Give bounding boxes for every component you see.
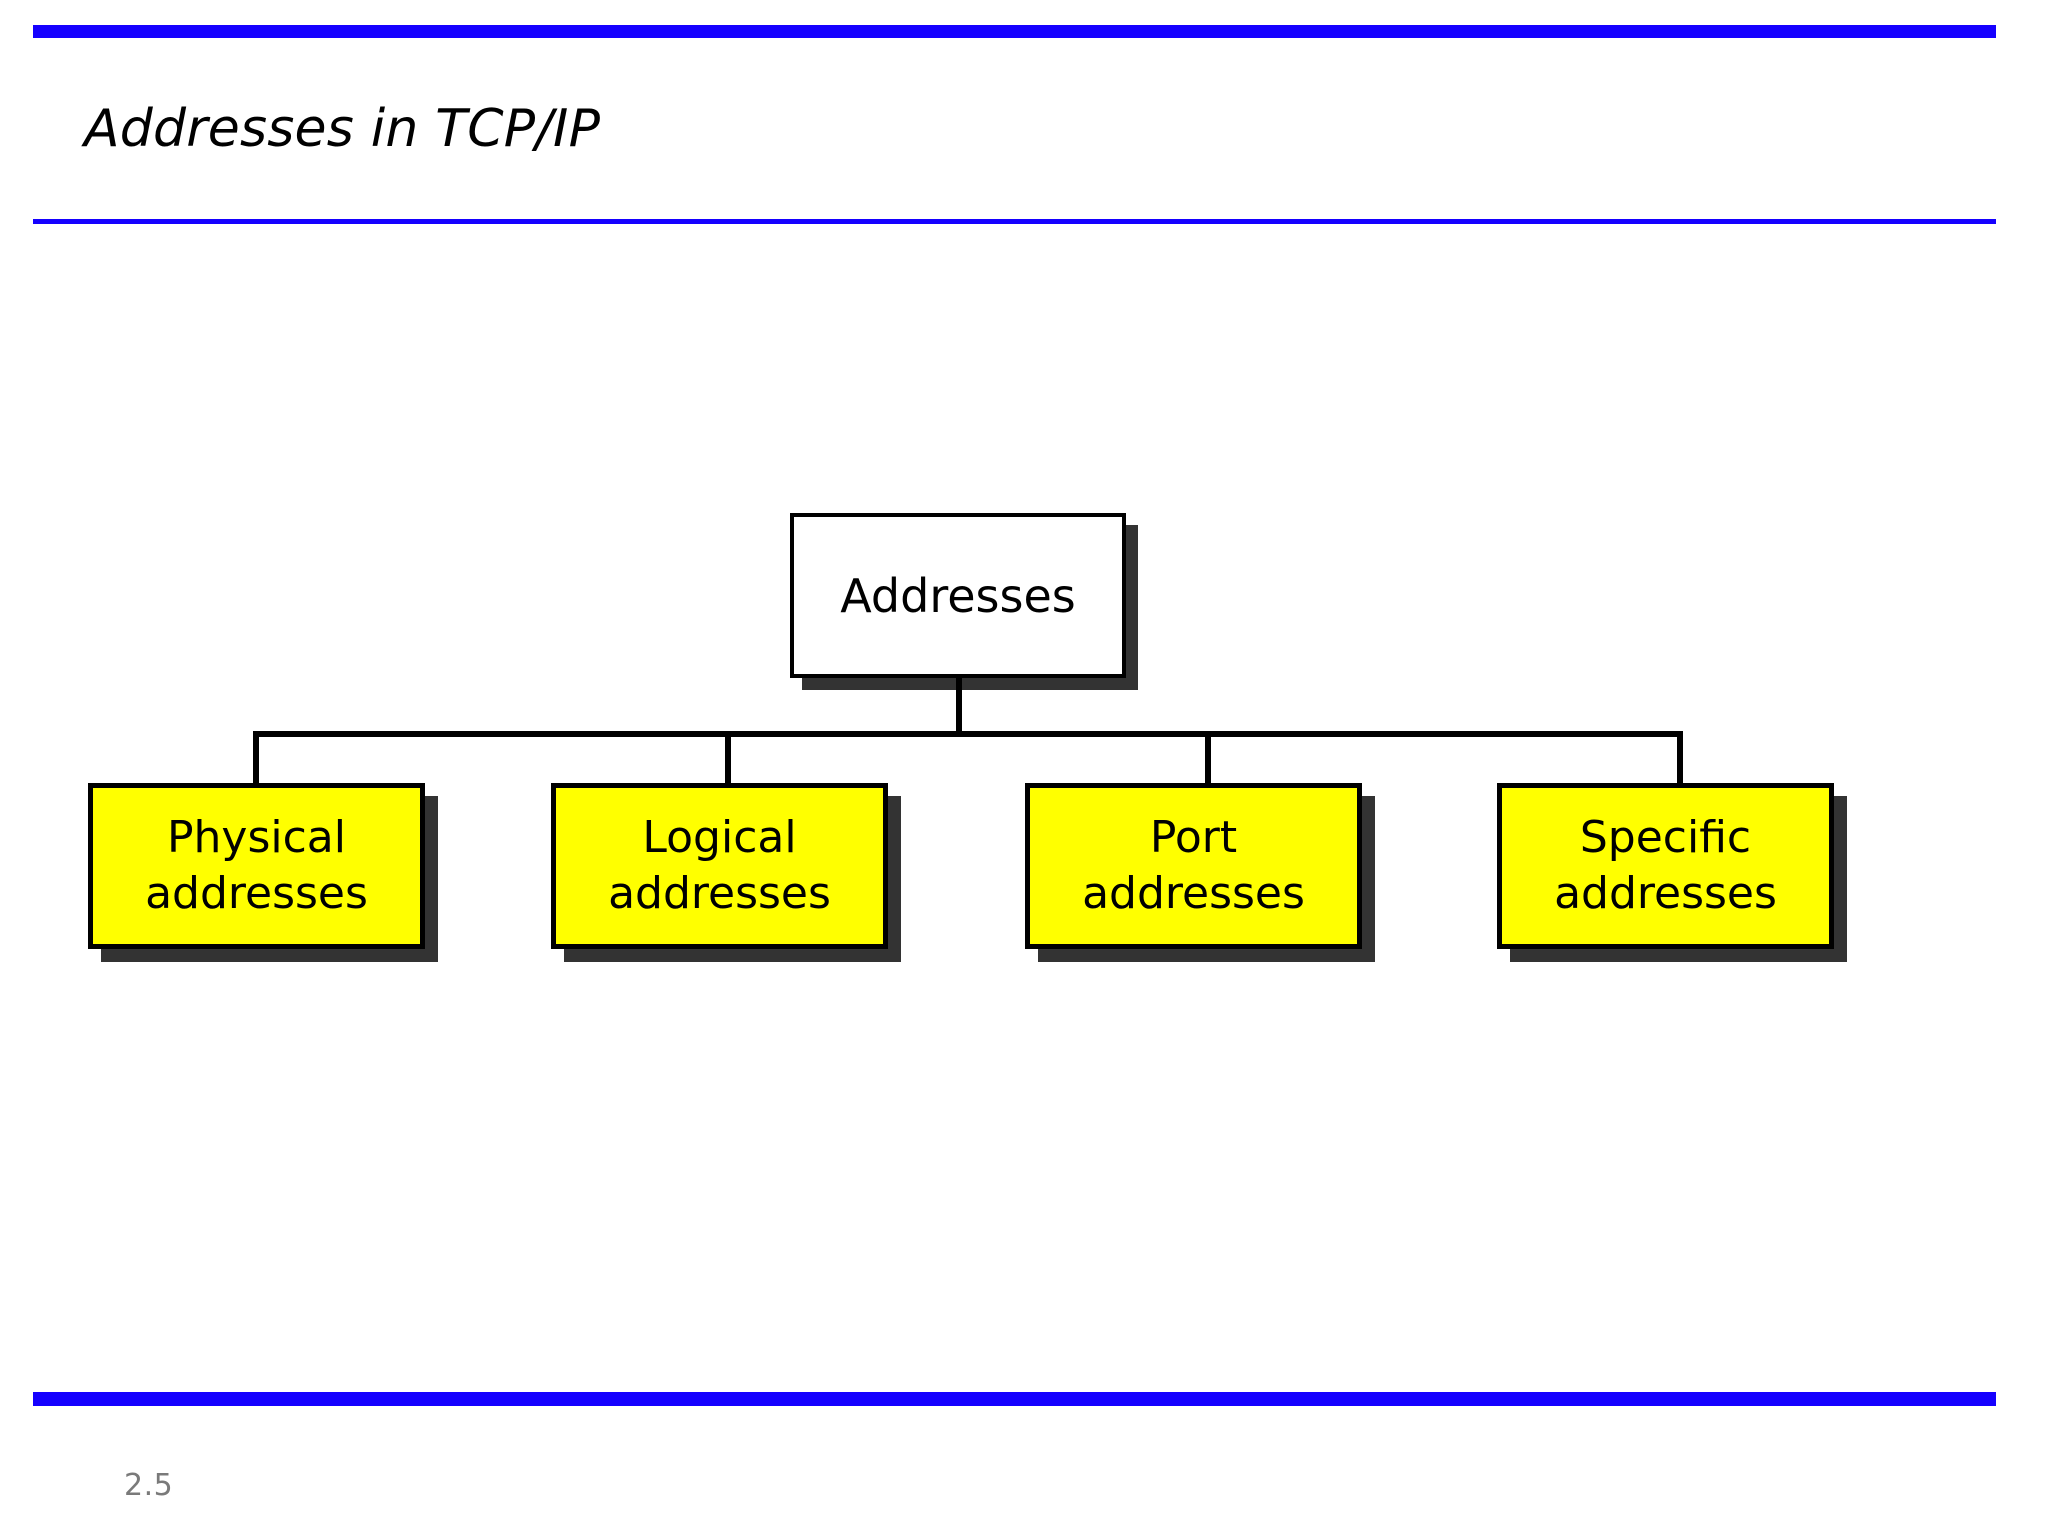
node-logical-addresses: Logical addresses (551, 783, 888, 949)
connector-drop-physical (253, 731, 259, 785)
connector-drop-specific (1677, 731, 1683, 785)
top-accent-rule (33, 25, 1996, 38)
node-port-addresses-label: Port addresses (1082, 812, 1305, 919)
node-logical-addresses-label: Logical addresses (608, 812, 831, 919)
node-addresses: Addresses (790, 513, 1126, 678)
connector-root-stem (956, 677, 962, 735)
connector-horizontal-bus (256, 731, 1683, 737)
connector-drop-logical (725, 731, 731, 785)
page-number: 2.5 (124, 1468, 174, 1503)
node-addresses-label: Addresses (840, 568, 1076, 623)
connector-drop-port (1205, 731, 1211, 785)
bottom-accent-rule (33, 1392, 1996, 1406)
node-physical-addresses: Physical addresses (88, 783, 425, 949)
node-port-addresses: Port addresses (1025, 783, 1362, 949)
node-specific-addresses-label: Specific addresses (1554, 812, 1777, 919)
page-title: Addresses in TCP/IP (84, 99, 601, 159)
node-specific-addresses: Specific addresses (1497, 783, 1834, 949)
node-physical-addresses-label: Physical addresses (145, 812, 368, 919)
title-underline-rule (33, 219, 1996, 224)
